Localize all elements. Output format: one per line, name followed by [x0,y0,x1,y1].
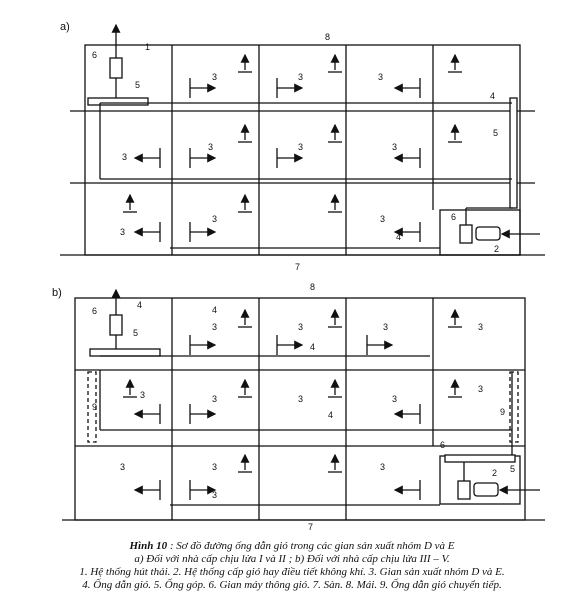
diffuser-group [123,308,462,500]
collector-duct [89,348,161,357]
label-9: 9 [500,407,505,417]
label-4: 4 [137,300,142,310]
label-3: 3 [298,322,303,332]
label-6: 6 [440,440,445,450]
label-8: 8 [325,32,330,42]
label-3: 3 [212,462,217,472]
label-3: 3 [212,322,217,332]
exhaust-fan [109,314,123,336]
label-3: 3 [380,462,385,472]
label-5: 5 [493,128,498,138]
label-3: 3 [383,322,388,332]
air-handler [473,482,499,497]
label-3: 3 [212,72,217,82]
label-5: 5 [135,80,140,90]
label-1: 1 [145,42,150,52]
label-7: 7 [295,262,300,272]
transition-duct [87,371,97,443]
label-5: 5 [133,328,138,338]
air-handler [475,226,501,241]
panel-a-label: a) [60,21,70,33]
collector-duct [509,97,518,209]
exhaust-fan [109,57,123,79]
label-4: 4 [310,342,315,352]
supply-fan [457,480,471,500]
supply-fan [459,224,473,244]
panel-a: a) [60,21,545,272]
caption-line-3: 1. Hệ thống hút thải. 2. Hệ thống cấp gi… [79,566,505,578]
label-3: 3 [212,214,217,224]
label-3: 3 [378,72,383,82]
label-4: 4 [490,91,495,101]
figure-caption: Hình 10 : Sơ đồ đường ống dẫn gió trong … [0,540,584,592]
label-3: 3 [392,394,397,404]
label-2: 2 [492,468,497,478]
label-6: 6 [451,212,456,222]
caption-line-2: a) Đối với nhà cấp chịu lửa I và II ; b)… [134,553,450,565]
label-7: 7 [308,522,313,532]
label-3: 3 [298,72,303,82]
label-3: 3 [478,384,483,394]
panel-b: b) [52,282,545,532]
label-3: 3 [120,227,125,237]
label-4: 4 [212,305,217,315]
caption-title-prefix: Hình 10 [129,540,168,552]
label-3: 3 [298,142,303,152]
label-3: 3 [208,142,213,152]
label-3: 3 [140,390,145,400]
label-4: 4 [396,232,401,242]
caption-title-rest: : Sơ đồ đường ống dẫn gió trong các gian… [167,540,455,552]
label-9: 9 [92,402,97,412]
fan-room-a [439,209,521,256]
label-3: 3 [120,462,125,472]
label-3: 3 [380,214,385,224]
fan-room-b [439,455,521,505]
label-4: 4 [328,410,333,420]
label-6: 6 [92,50,97,60]
collector-duct [444,454,516,463]
collector-duct [87,97,149,106]
label-3: 3 [212,490,217,500]
label-3: 3 [122,152,127,162]
label-2: 2 [494,244,499,254]
label-3: 3 [298,394,303,404]
label-3: 3 [392,142,397,152]
label-8: 8 [310,282,315,292]
label-3: 3 [212,394,217,404]
label-5: 5 [510,464,515,474]
transition-duct [509,371,519,443]
caption-title: Hình 10 : Sơ đồ đường ống dẫn gió trong … [0,540,584,553]
label-3: 3 [478,322,483,332]
diffuser-group [123,53,462,242]
label-6: 6 [92,306,97,316]
panel-b-label: b) [52,287,62,299]
caption-line-4: 4. Ống dẫn gió. 5. Ống góp. 6. Gian máy … [82,579,502,591]
